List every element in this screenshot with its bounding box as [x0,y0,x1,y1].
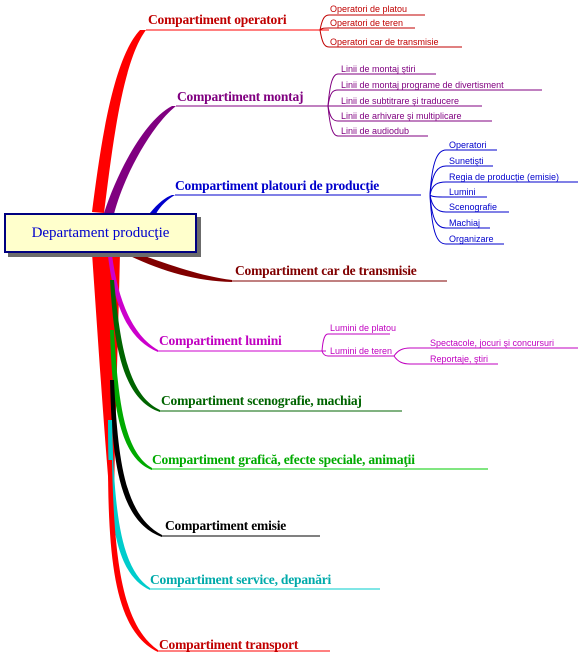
leaf-montaj-2: Linii de montaj programe de divertisment [341,80,504,90]
branch-transport-label: Compartiment transport [159,637,299,652]
branch-montaj-connector [104,106,176,214]
leaf-operatori-2: Operatori de teren [330,18,404,28]
branch-transport-connector [108,460,158,652]
leaf-lumini-teren-2: Reportaje, ştiri [430,354,489,364]
branch-car-connector [130,253,232,282]
leaf-montaj-1: Linii de montaj ştiri [341,64,416,74]
leaf-lumini-1: Lumini de platou [330,323,397,333]
leaf-montaj-4: Linii de arhivare şi multiplicare [341,111,462,121]
leaf-platouri-6: Machiaj [449,218,481,228]
branch-emisie-label: Compartiment emisie [165,518,287,533]
leaf-lumini-teren-1: Spectacole, jocuri şi concursuri [430,338,555,348]
branch-platouri-connector [150,195,175,214]
branch-scenografie-label: Compartiment scenografie, machiaj [161,393,362,408]
branch-service-label: Compartiment service, depanări [150,572,332,587]
branch-platouri-label: Compartiment platouri de producţie [175,178,380,193]
leaf-platouri-7: Organizare [449,234,494,244]
leaf-platouri-1: Operatori [449,140,487,150]
leaf-lumini-2: Lumini de teren [330,346,393,356]
branch-lumini-connector [108,255,158,352]
branch-montaj-label: Compartiment montaj [177,89,304,104]
branch-grafica-connector [110,330,152,470]
root-node-departament-productie: Departament producţie [4,213,197,253]
branch-emisie-connector [110,380,162,537]
leaf-montaj-3: Linii de subtitrare şi traducere [341,96,460,106]
branch-grafica-label: Compartiment grafică, efecte speciale, a… [152,452,415,467]
root-label: Departament producţie [31,224,170,241]
leaf-montaj-5: Linii de audiodub [341,126,410,136]
leaf-operatori-1: Operatori de platou [330,4,408,14]
branch-operatori-label: Compartiment operatori [148,12,287,27]
leaf-platouri-5: Scenografie [449,202,498,212]
branch-service-connector [108,420,150,590]
branch-scenografie-connector [110,280,160,412]
leaf-operatori-3: Operatori car de transmisie [330,37,439,47]
branch-car-label: Compartiment car de transmisie [235,263,417,278]
branch-operatori-connector [92,30,146,213]
leaf-platouri-3: Regia de producţie (emisie) [449,172,560,182]
leaf-platouri-4: Lumini [449,187,476,197]
leaf-platouri-2: Sunetişti [449,156,484,166]
branch-lumini-label: Compartiment lumini [159,333,282,348]
